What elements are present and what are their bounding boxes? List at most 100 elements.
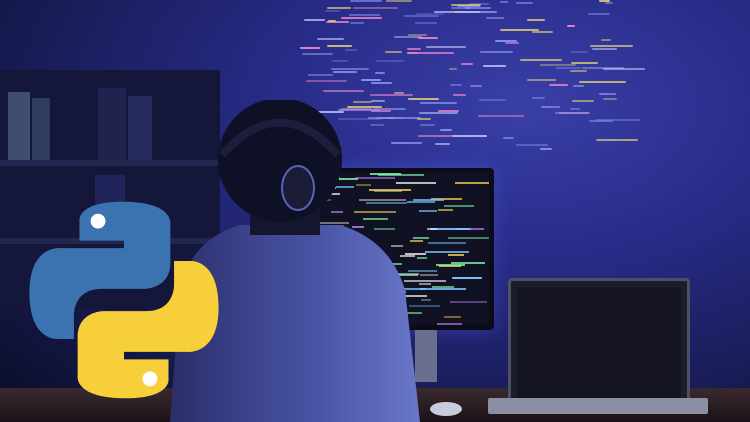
- code-line: [567, 25, 575, 27]
- code-line: [588, 13, 610, 15]
- code-line: [570, 70, 587, 72]
- code-line: [387, 117, 421, 119]
- code-line: [480, 51, 513, 53]
- code-line: [596, 139, 638, 141]
- code-line: [385, 51, 402, 53]
- code-line: [503, 137, 514, 139]
- code-line: [327, 45, 352, 47]
- code-line: [478, 115, 524, 117]
- code-line: [371, 110, 391, 112]
- code-line: [444, 205, 474, 207]
- code-line: [396, 182, 436, 184]
- code-line: [428, 242, 466, 244]
- code-line: [341, 17, 382, 19]
- code-line: [457, 5, 480, 7]
- code-line: [500, 1, 508, 3]
- code-line: [589, 120, 613, 122]
- book: [32, 98, 50, 160]
- code-line: [516, 144, 548, 146]
- code-line: [408, 98, 439, 100]
- code-line: [572, 100, 594, 102]
- code-line: [308, 74, 333, 76]
- code-line: [500, 29, 539, 31]
- computer-mouse: [430, 402, 462, 416]
- code-line: [300, 47, 320, 49]
- code-line: [527, 79, 556, 81]
- code-line: [368, 117, 403, 119]
- code-line: [376, 60, 404, 62]
- code-line: [483, 65, 506, 67]
- code-line: [418, 37, 438, 39]
- code-line: [326, 21, 349, 23]
- code-line: [426, 46, 466, 48]
- code-line: [505, 42, 519, 44]
- code-line: [319, 222, 349, 224]
- code-line: [327, 7, 351, 9]
- code-line: [437, 323, 462, 325]
- code-line: [559, 112, 589, 114]
- code-line: [555, 112, 590, 114]
- code-line: [416, 13, 444, 15]
- python-logo-icon: [29, 201, 219, 399]
- code-line: [304, 19, 325, 21]
- code-line: [338, 118, 381, 120]
- code-line: [318, 111, 344, 113]
- code-line: [432, 286, 454, 288]
- code-line: [369, 189, 411, 191]
- code-line: [451, 262, 485, 264]
- laptop: [508, 278, 690, 408]
- code-line: [605, 2, 613, 4]
- code-line: [603, 98, 617, 100]
- code-line: [438, 209, 453, 211]
- code-line: [374, 228, 395, 230]
- code-line: [465, 7, 491, 9]
- code-line: [325, 10, 340, 12]
- code-line: [421, 299, 431, 301]
- code-line: [325, 193, 340, 195]
- code-line: [420, 102, 457, 104]
- book: [128, 96, 152, 160]
- headphones-icon: [281, 165, 315, 211]
- code-line: [434, 11, 480, 13]
- code-line: [407, 52, 454, 54]
- code-line: [373, 108, 406, 110]
- code-line: [394, 36, 422, 38]
- code-line: [419, 112, 458, 114]
- code-line: [363, 218, 388, 220]
- code-line: [449, 68, 457, 70]
- code-line: [453, 94, 466, 96]
- code-line: [486, 17, 504, 19]
- code-line: [556, 67, 581, 69]
- code-line: [370, 94, 413, 96]
- code-line: [592, 48, 617, 50]
- code-line: [353, 7, 398, 9]
- code-line: [595, 119, 640, 121]
- code-line: [549, 84, 568, 86]
- code-line: [444, 316, 461, 318]
- code-line: [333, 71, 357, 73]
- code-line: [436, 264, 465, 266]
- code-line: [571, 62, 598, 64]
- bookshelf-board: [0, 160, 220, 166]
- code-line: [430, 228, 471, 230]
- code-line: [448, 254, 464, 256]
- monitor-stand: [415, 330, 437, 382]
- code-line: [350, 22, 364, 24]
- code-line: [417, 257, 427, 259]
- code-line: [450, 84, 462, 86]
- code-line: [354, 211, 396, 213]
- code-line: [391, 245, 403, 247]
- code-line: [601, 39, 611, 41]
- code-line: [431, 198, 462, 200]
- code-line: [317, 38, 344, 40]
- code-line: [439, 265, 461, 267]
- code-line: [410, 240, 423, 242]
- code-line: [361, 79, 381, 81]
- code-line: [332, 60, 348, 62]
- code-line: [404, 280, 446, 282]
- book: [98, 88, 126, 160]
- code-line: [419, 283, 431, 285]
- code-line: [408, 270, 437, 272]
- code-line: [579, 81, 626, 83]
